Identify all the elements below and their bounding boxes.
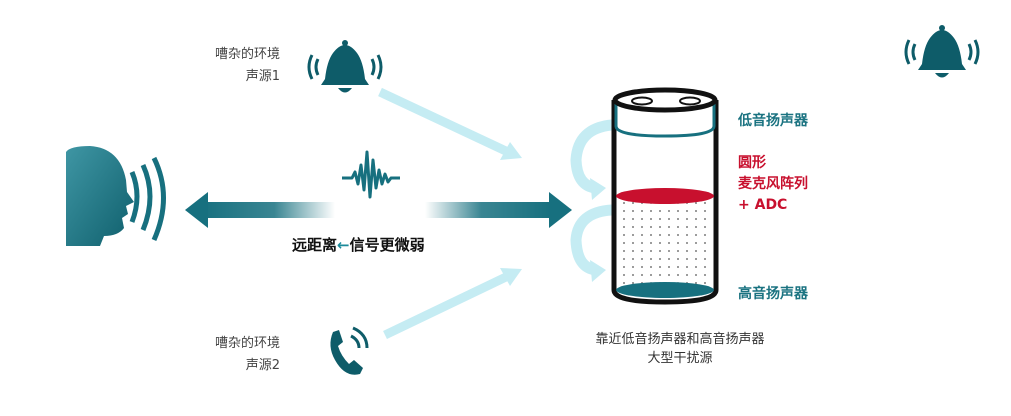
bell-icon xyxy=(307,40,383,93)
noise-source-2-line2: 声源2 xyxy=(245,358,280,373)
caption-line2: 大型干扰源 xyxy=(647,351,713,366)
noise-source-2-label: 嘈杂的环境 声源2 xyxy=(215,333,280,377)
mic-array-line1: 圆形 xyxy=(738,155,766,171)
bell-icon-top-right xyxy=(904,25,980,78)
noise-source-1-label: 嘈杂的环境 声源1 xyxy=(215,44,280,88)
smart-speaker-cylinder xyxy=(611,87,719,305)
mic-array-label: 圆形 麦克风阵列 + ADC xyxy=(738,153,808,216)
mic-array-line3: + ADC xyxy=(738,197,788,213)
mic-array-line2: 麦克风阵列 xyxy=(738,176,808,192)
waveform-icon xyxy=(342,150,400,199)
microphone-array-ring xyxy=(616,188,714,204)
woofer-label: 低音扬声器 xyxy=(738,113,808,129)
noise-source-1-line1: 嘈杂的环境 xyxy=(214,47,280,62)
distance-double-arrow xyxy=(185,192,572,228)
tweeter-disc xyxy=(616,282,714,298)
distance-label-far: 远距离 xyxy=(292,236,338,254)
left-arrow-icon: ← xyxy=(337,236,350,254)
noise-source-1-line2: 声源1 xyxy=(245,69,280,84)
caption: 靠近低音扬声器和高音扬声器 大型干扰源 xyxy=(560,330,800,368)
caption-line1: 靠近低音扬声器和高音扬声器 xyxy=(595,332,765,347)
noise-arrow-2 xyxy=(383,268,522,340)
phone-icon xyxy=(330,326,369,375)
noise-source-2-line1: 嘈杂的环境 xyxy=(214,336,280,351)
distance-label-weaker: 信号更微弱 xyxy=(349,236,425,254)
tweeter-label: 高音扬声器 xyxy=(738,286,808,302)
echo-loop-arrows xyxy=(570,119,613,276)
noise-arrow-1 xyxy=(378,87,522,160)
distance-label: 远距离←信号更微弱 xyxy=(292,234,425,255)
speaking-head-icon xyxy=(66,146,166,246)
